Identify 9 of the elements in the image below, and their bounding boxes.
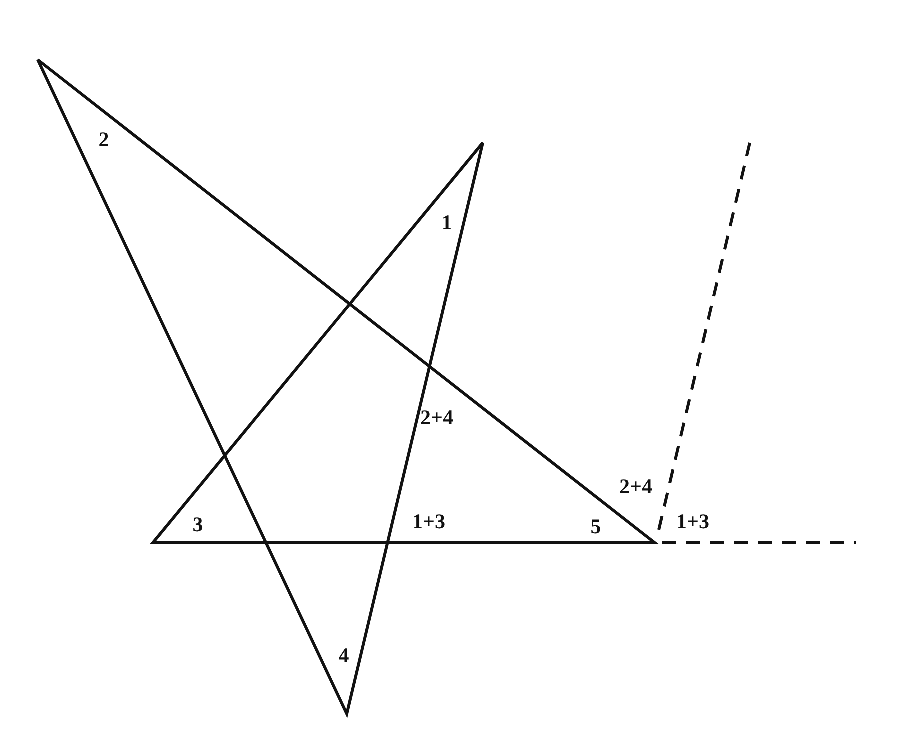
angle-label: 1+3 — [412, 512, 446, 532]
angle-label: 4 — [338, 646, 350, 666]
angle-label: 1+3 — [676, 512, 710, 532]
angle-label: 5 — [590, 516, 602, 538]
angle-label: 2+4 — [620, 476, 652, 498]
angle-label: 2 — [98, 130, 110, 150]
angle-label: 2+4 — [420, 408, 454, 428]
angle-label: 1 — [442, 212, 452, 234]
angle-label: 3 — [192, 514, 204, 536]
